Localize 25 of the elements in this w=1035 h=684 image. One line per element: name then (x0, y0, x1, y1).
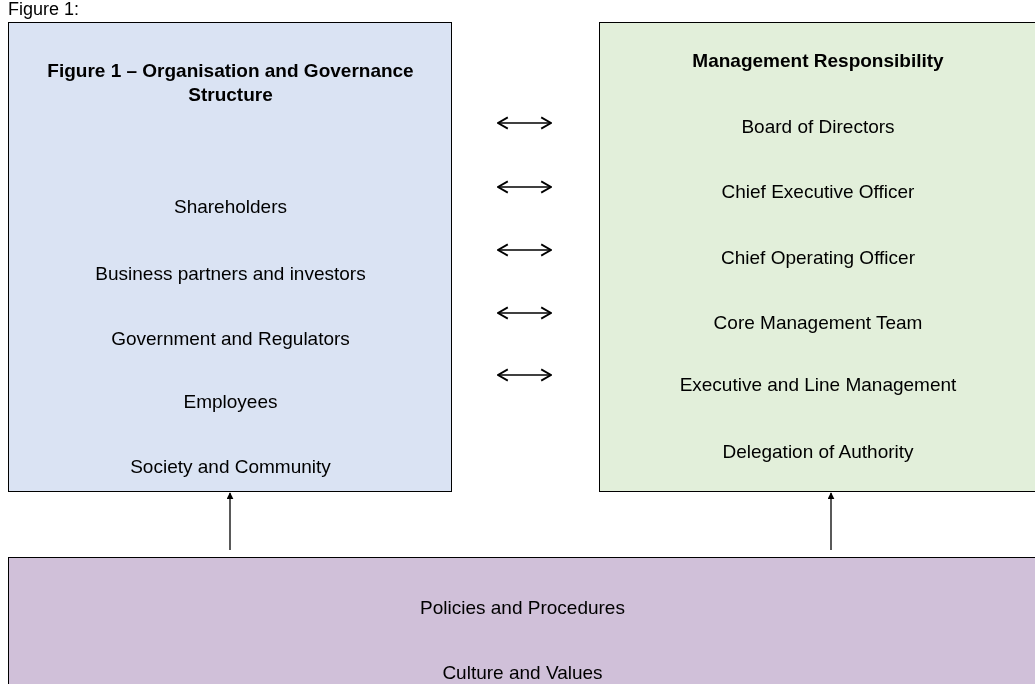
group-box (8, 557, 1035, 684)
group-box (8, 22, 452, 492)
arrow (497, 243, 552, 257)
box-heading: Figure 1 – Organisation and Governance Structure (46, 59, 415, 107)
box-item: Chief Executive Officer (720, 180, 916, 204)
arrow (497, 306, 552, 320)
arrow (497, 368, 552, 382)
box-item: Culture and Values (441, 661, 604, 684)
box-item: Government and Regulators (110, 327, 351, 351)
box-item: Executive and Line Management (678, 373, 958, 397)
box-item: Core Management Team (712, 311, 924, 335)
arrow (497, 116, 552, 130)
box-item: Policies and Procedures (419, 596, 626, 620)
box-item: Business partners and investors (94, 262, 367, 286)
box-item: Shareholders (173, 195, 288, 219)
box-item: Society and Community (129, 455, 332, 479)
arrow (827, 492, 835, 551)
box-item: Delegation of Authority (721, 440, 915, 464)
box-item: Board of Directors (740, 115, 896, 139)
box-item: Employees (182, 390, 279, 414)
group-box (599, 22, 1035, 492)
arrow (497, 180, 552, 194)
box-heading: Management Responsibility (691, 49, 945, 73)
arrow (226, 492, 234, 551)
box-item: Chief Operating Officer (720, 246, 916, 270)
